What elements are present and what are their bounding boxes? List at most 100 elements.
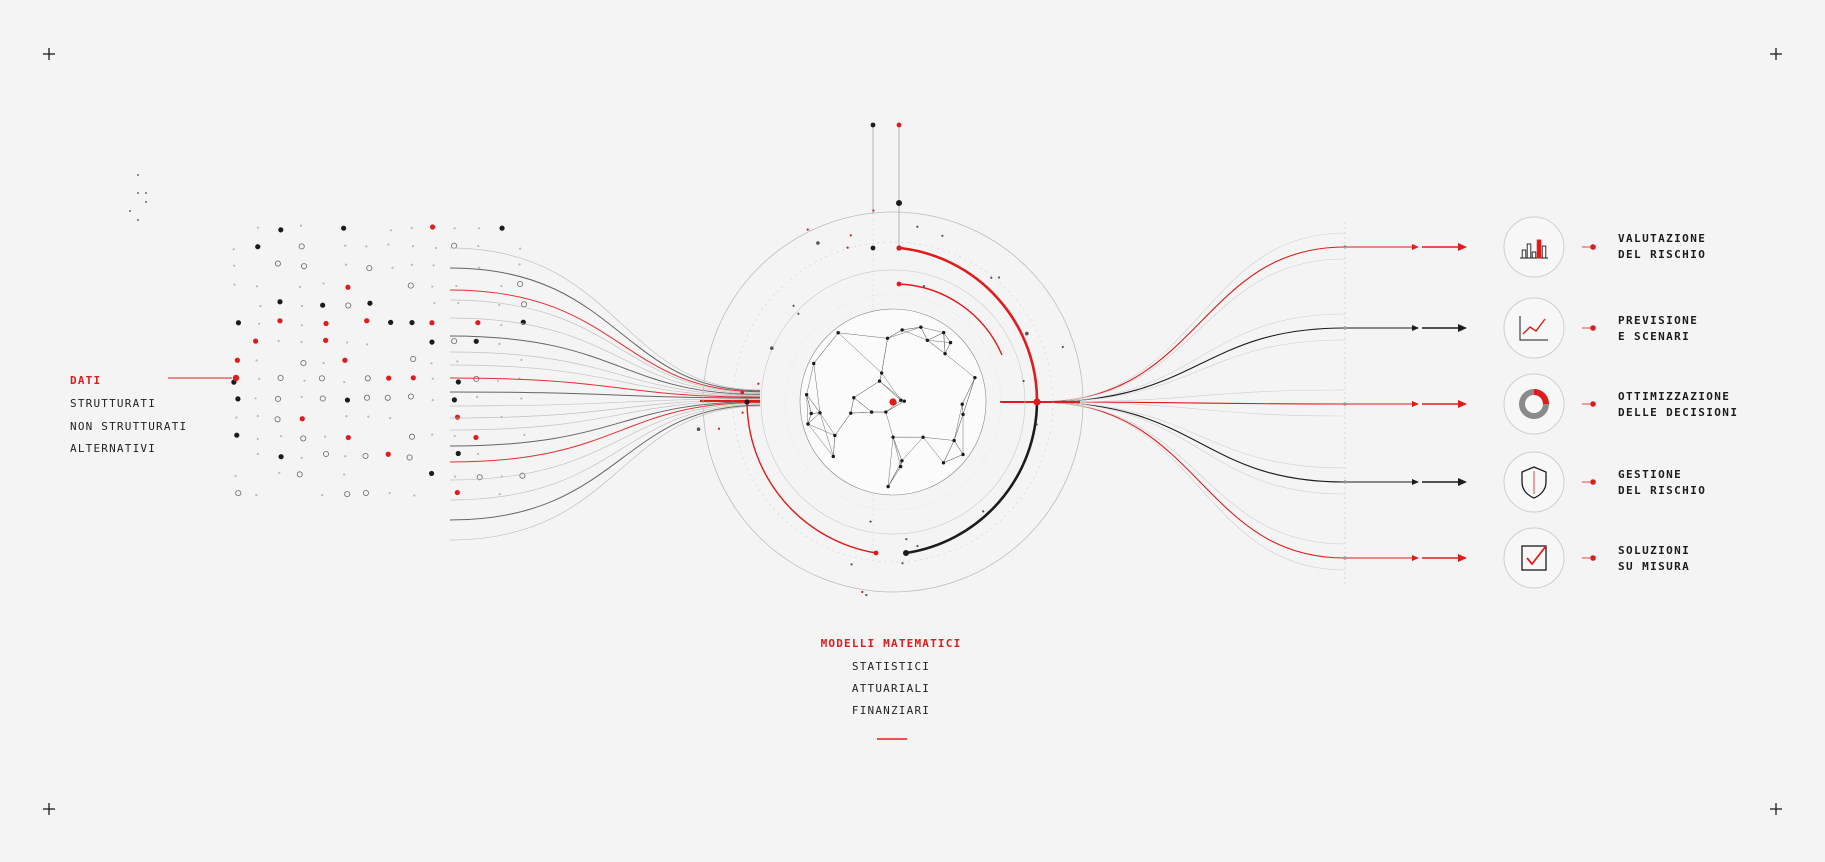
data-particle (391, 266, 394, 269)
data-particle (407, 393, 414, 400)
models-title: MODELLI MATEMATICI (820, 637, 962, 650)
data-particle (256, 414, 259, 418)
data-particle (454, 414, 461, 420)
input-flow-line (449, 401, 761, 447)
data-particle (517, 281, 524, 288)
data-particle (300, 435, 307, 442)
data-particle (233, 264, 236, 267)
data-particle (234, 357, 240, 363)
output-label-optimization: OTTIMIZZAZIONE DELLE DECISIONI (1618, 389, 1738, 421)
data-particle (410, 226, 413, 230)
data-particle (429, 320, 435, 326)
data-particle-field (231, 224, 528, 498)
output-line-1: PREVISIONE (1618, 314, 1699, 327)
model-core (696, 122, 1084, 597)
data-particle (256, 226, 260, 229)
data-particle (364, 318, 370, 324)
data-particle (362, 489, 369, 497)
data-particle (323, 320, 329, 327)
data-particle (233, 283, 236, 286)
data-particle (389, 229, 392, 232)
data-particle (408, 433, 416, 440)
data-particle (499, 225, 505, 231)
data-particle (519, 247, 522, 250)
input-flow-line (449, 405, 761, 541)
input-pointer (168, 374, 240, 382)
decorative-dot-grid (129, 174, 147, 221)
data-particle (235, 320, 242, 326)
data-particle (254, 397, 257, 400)
data-particle (258, 377, 261, 380)
output-line-1: SOLUZIONI (1618, 544, 1691, 557)
data-particle (299, 416, 305, 422)
model-arc-accent-thin (899, 283, 1003, 356)
data-particle (388, 491, 391, 495)
data-particle (278, 454, 284, 460)
model-arc-ink (905, 401, 1039, 555)
output-flow-line (1039, 327, 1418, 403)
data-particle (411, 245, 414, 248)
data-particle (277, 339, 280, 343)
data-particle (300, 395, 303, 398)
output-line-2: E SCENARI (1618, 330, 1691, 343)
data-particle (367, 300, 373, 306)
data-particle (453, 475, 457, 478)
data-particle (322, 282, 325, 285)
input-flow-line (449, 404, 761, 521)
data-particle (255, 359, 258, 362)
output-line-2: SU MISURA (1618, 560, 1691, 573)
input-flows (449, 247, 761, 541)
data-particle (232, 248, 235, 251)
data-particle (498, 342, 501, 345)
data-particle (523, 433, 526, 437)
output-label-forecast: PREVISIONE E SCENARI (1618, 313, 1698, 345)
output-line-2: DEL RISCHIO (1618, 484, 1707, 497)
input-flow-line (449, 403, 761, 481)
data-particle (235, 416, 238, 419)
data-particle (476, 395, 479, 399)
data-particle (344, 491, 351, 498)
data-particle (520, 358, 523, 361)
data-particle (409, 319, 415, 326)
data-particle (407, 282, 414, 289)
data-particle (520, 301, 528, 308)
data-particle (500, 284, 503, 288)
data-particle (410, 375, 416, 381)
data-particle (274, 395, 282, 402)
data-particle (344, 455, 347, 458)
data-particle (343, 381, 346, 384)
data-particle (303, 379, 306, 382)
data-particle (362, 452, 369, 459)
data-particle (386, 375, 392, 381)
crosshair-icon (1770, 48, 1782, 60)
data-particle (319, 395, 326, 402)
data-particle (300, 340, 303, 344)
data-particle (431, 399, 434, 402)
crosshair-icon (43, 803, 55, 815)
data-particle (410, 263, 413, 266)
data-particle (253, 338, 259, 344)
data-particle (431, 377, 434, 380)
data-particle (277, 299, 283, 305)
data-particle (451, 242, 458, 249)
output-line-2: DELLE DECISIONI (1618, 406, 1739, 419)
crosshair-icon (1770, 803, 1782, 815)
data-particle (451, 338, 458, 345)
data-particle (406, 454, 413, 461)
input-flow-line (449, 299, 761, 393)
input-flow-line (449, 402, 761, 463)
data-particle (299, 224, 303, 227)
data-particle (259, 305, 262, 308)
data-particle (455, 379, 461, 385)
data-particle (345, 284, 351, 290)
data-particle (346, 341, 349, 344)
input-flow-line (449, 267, 761, 392)
output-line-1: GESTIONE (1618, 468, 1683, 481)
data-particle (477, 244, 480, 248)
input-flow-line (449, 391, 761, 399)
data-particle (274, 416, 281, 423)
data-particle (345, 302, 352, 309)
data-particle (456, 360, 459, 363)
data-particle (344, 397, 351, 403)
